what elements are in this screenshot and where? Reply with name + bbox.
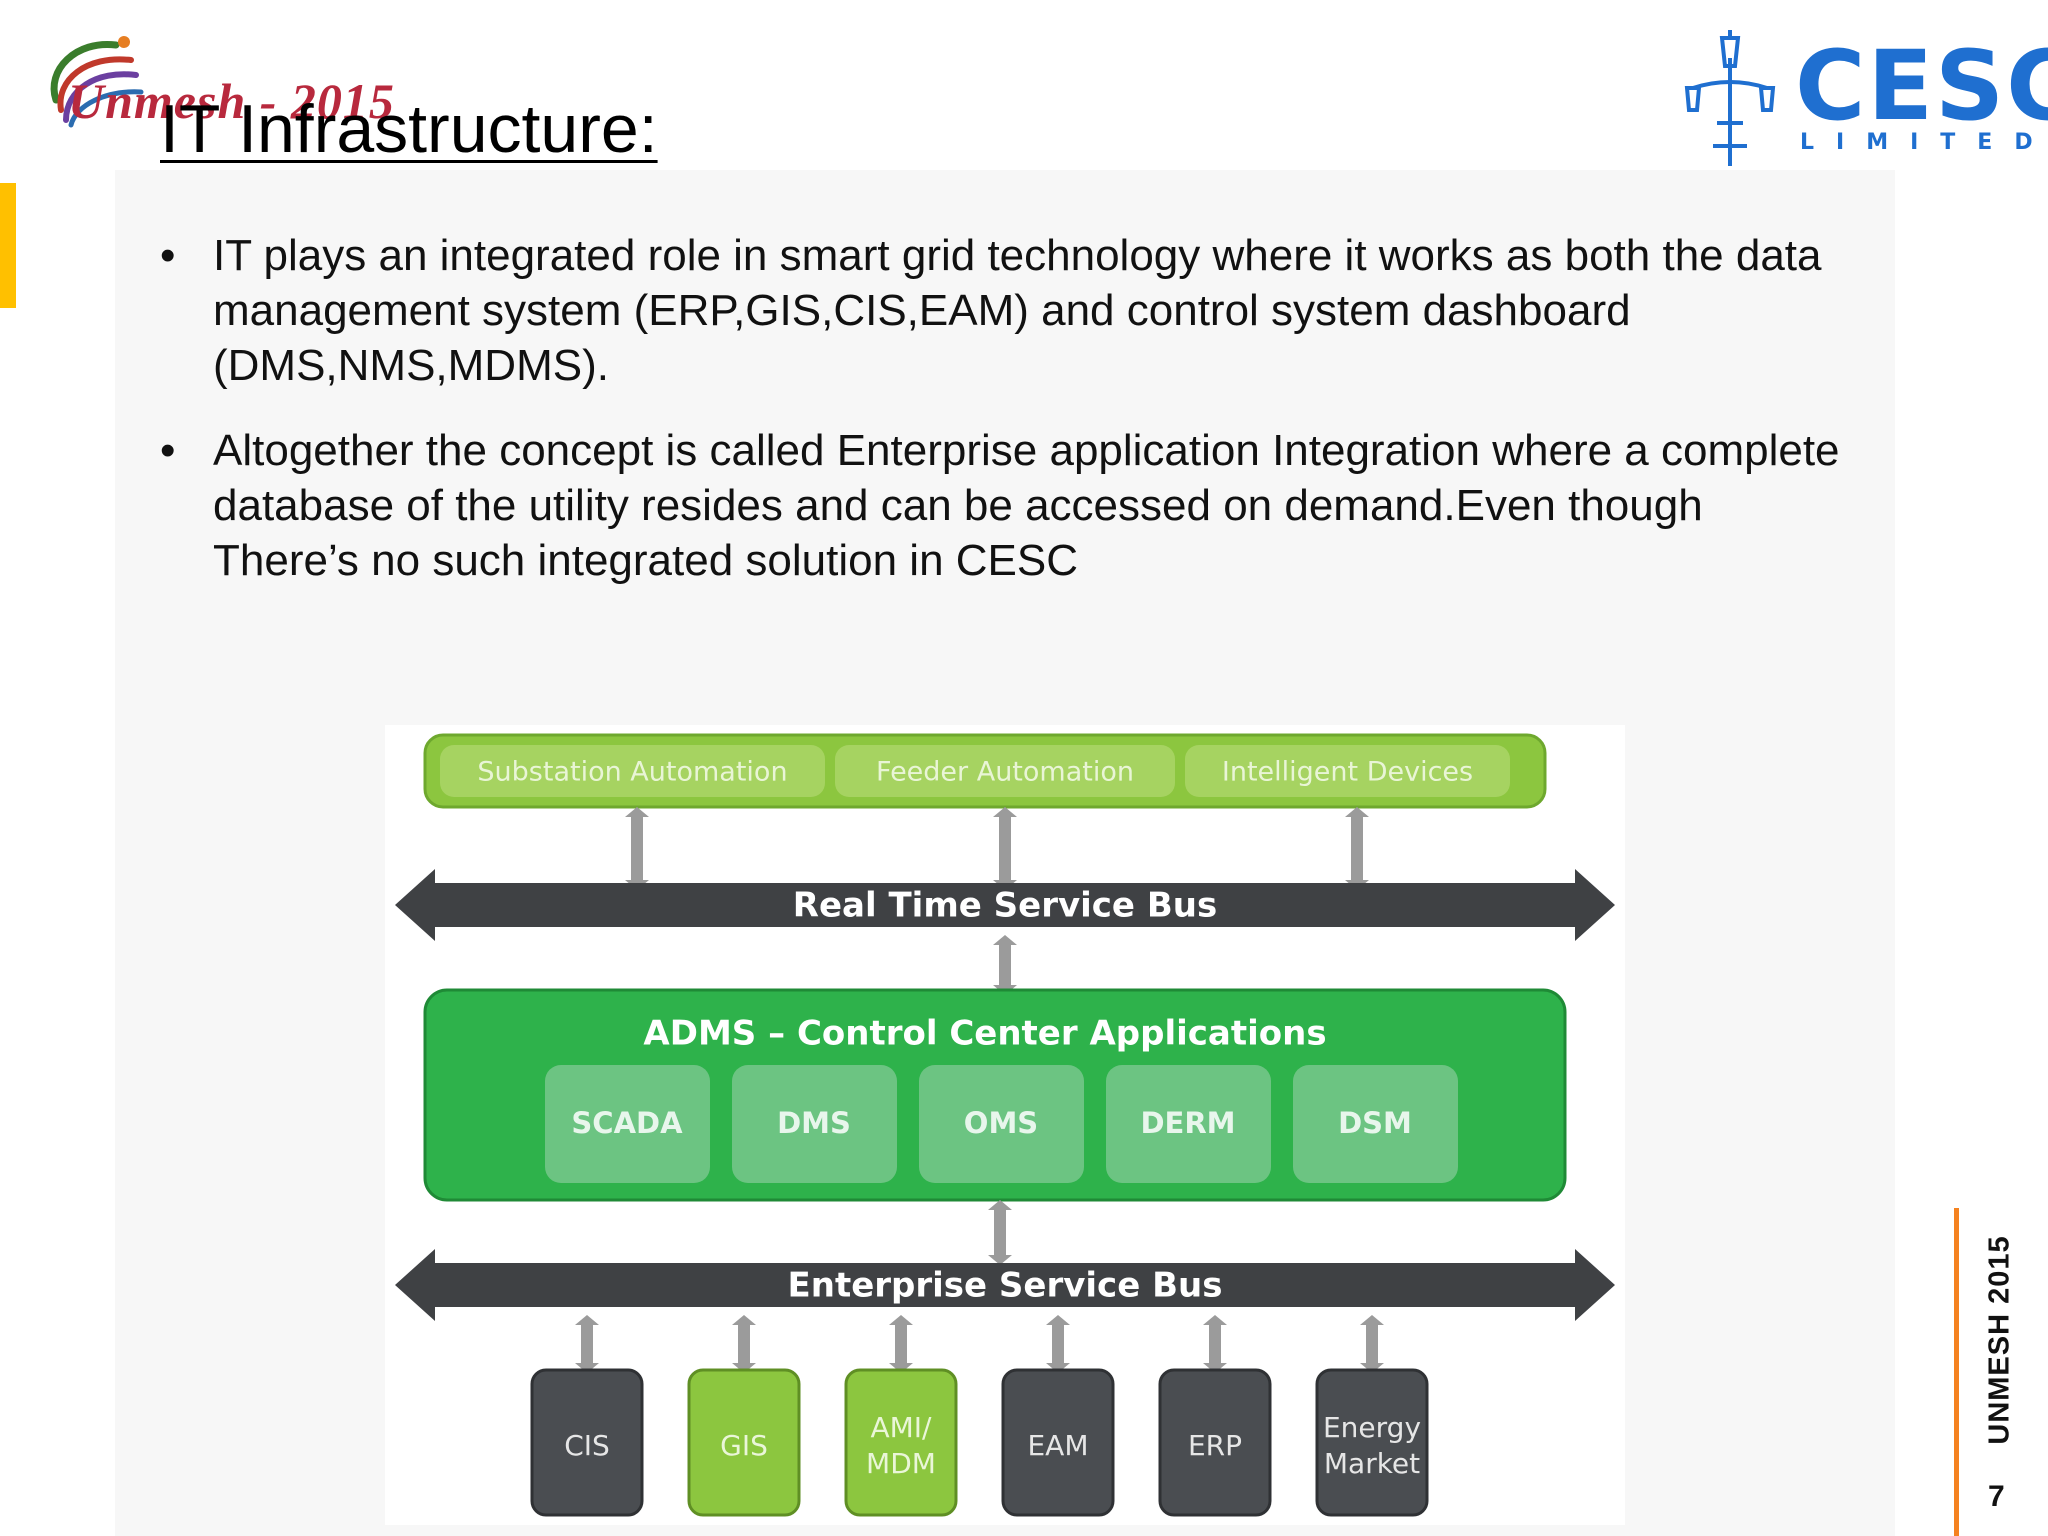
cesc-logo-wordmark: CESC — [1795, 30, 2048, 142]
field-device-label: Intelligent Devices — [1222, 757, 1473, 788]
adms-title: ADMS – Control Center Applications — [643, 1014, 1326, 1054]
bullet-item: • IT plays an integrated role in smart g… — [160, 228, 1860, 393]
system-box — [1001, 1368, 1115, 1517]
adms-app-box — [732, 1065, 897, 1183]
footer-event-label: UNMESH 2015 — [1983, 1235, 2016, 1445]
field-device-box — [835, 745, 1175, 797]
bullet-glyph: • — [160, 231, 176, 280]
connector-arrow — [1360, 1315, 1384, 1373]
adms-app-label: SCADA — [571, 1106, 683, 1140]
connector-arrow — [1345, 807, 1369, 890]
connector-arrow — [993, 807, 1017, 890]
system-box — [1158, 1368, 1272, 1517]
enterprise-service-bus-label: Enterprise Service Bus — [788, 1266, 1223, 1306]
connector-arrow — [889, 1315, 913, 1373]
system-box — [687, 1368, 801, 1517]
side-accent-bar — [0, 183, 16, 308]
system-label: EAM — [1027, 1429, 1088, 1462]
adms-app-box — [1293, 1065, 1458, 1183]
system-label: Energy — [1323, 1411, 1421, 1444]
bullet-glyph: • — [160, 426, 176, 475]
enterprise-service-bus — [395, 1249, 1615, 1321]
connector-arrow — [625, 807, 649, 890]
system-box — [844, 1368, 958, 1517]
real-time-service-bus — [395, 869, 1615, 941]
system-box — [1315, 1368, 1429, 1517]
bullet-item: • Altogether the concept is called Enter… — [160, 423, 1860, 588]
lamp-post-icon — [1684, 30, 1776, 166]
real-time-service-bus-label: Real Time Service Bus — [793, 886, 1217, 926]
architecture-diagram: Substation Automation Feeder Automation In… — [385, 725, 1625, 1525]
field-device-label: Feeder Automation — [876, 757, 1134, 788]
unmesh-logo: Unmesh - 2015 — [28, 24, 408, 144]
swirl-icon — [50, 36, 144, 128]
cesc-logo-subtext: LIMITED — [1800, 130, 2048, 155]
system-label: CIS — [564, 1429, 610, 1462]
adms-app-label: DSM — [1338, 1106, 1412, 1140]
connector-arrow — [732, 1315, 756, 1373]
unmesh-logo-text: Unmesh - 2015 — [68, 73, 395, 129]
adms-app-box — [545, 1065, 710, 1183]
field-device-label: Substation Automation — [477, 757, 787, 788]
adms-app-label: DERM — [1140, 1106, 1235, 1140]
connector-arrow — [988, 1200, 1012, 1265]
system-label: GIS — [720, 1429, 768, 1462]
system-label: Market — [1324, 1447, 1420, 1480]
footer-divider-line — [1954, 1208, 1959, 1536]
field-device-box — [440, 745, 825, 797]
field-device-box — [1185, 745, 1510, 797]
system-label: ERP — [1188, 1429, 1242, 1462]
system-label: MDM — [866, 1447, 936, 1480]
slide-title: IT Infrastructure: — [160, 91, 658, 167]
adms-app-box — [1106, 1065, 1271, 1183]
cesc-logo: CESC LIMITED — [1675, 28, 2048, 168]
connector-arrow — [575, 1315, 599, 1373]
bullet-list: • IT plays an integrated role in smart g… — [160, 228, 1860, 618]
adms-app-label: OMS — [964, 1106, 1038, 1140]
system-label: AMI/ — [870, 1411, 932, 1444]
system-box — [530, 1368, 644, 1517]
adms-app-box — [919, 1065, 1084, 1183]
architecture-diagram-svg: Substation Automation Feeder Automation In… — [395, 733, 1615, 1517]
bullet-text: Altogether the concept is called Enterpr… — [213, 426, 1840, 585]
page-number: 7 — [1988, 1480, 2005, 1513]
connector-arrow — [1046, 1315, 1070, 1373]
connector-arrow — [1203, 1315, 1227, 1373]
bullet-text: IT plays an integrated role in smart gri… — [213, 231, 1822, 390]
adms-app-label: DMS — [777, 1106, 851, 1140]
connector-arrow — [993, 935, 1017, 995]
